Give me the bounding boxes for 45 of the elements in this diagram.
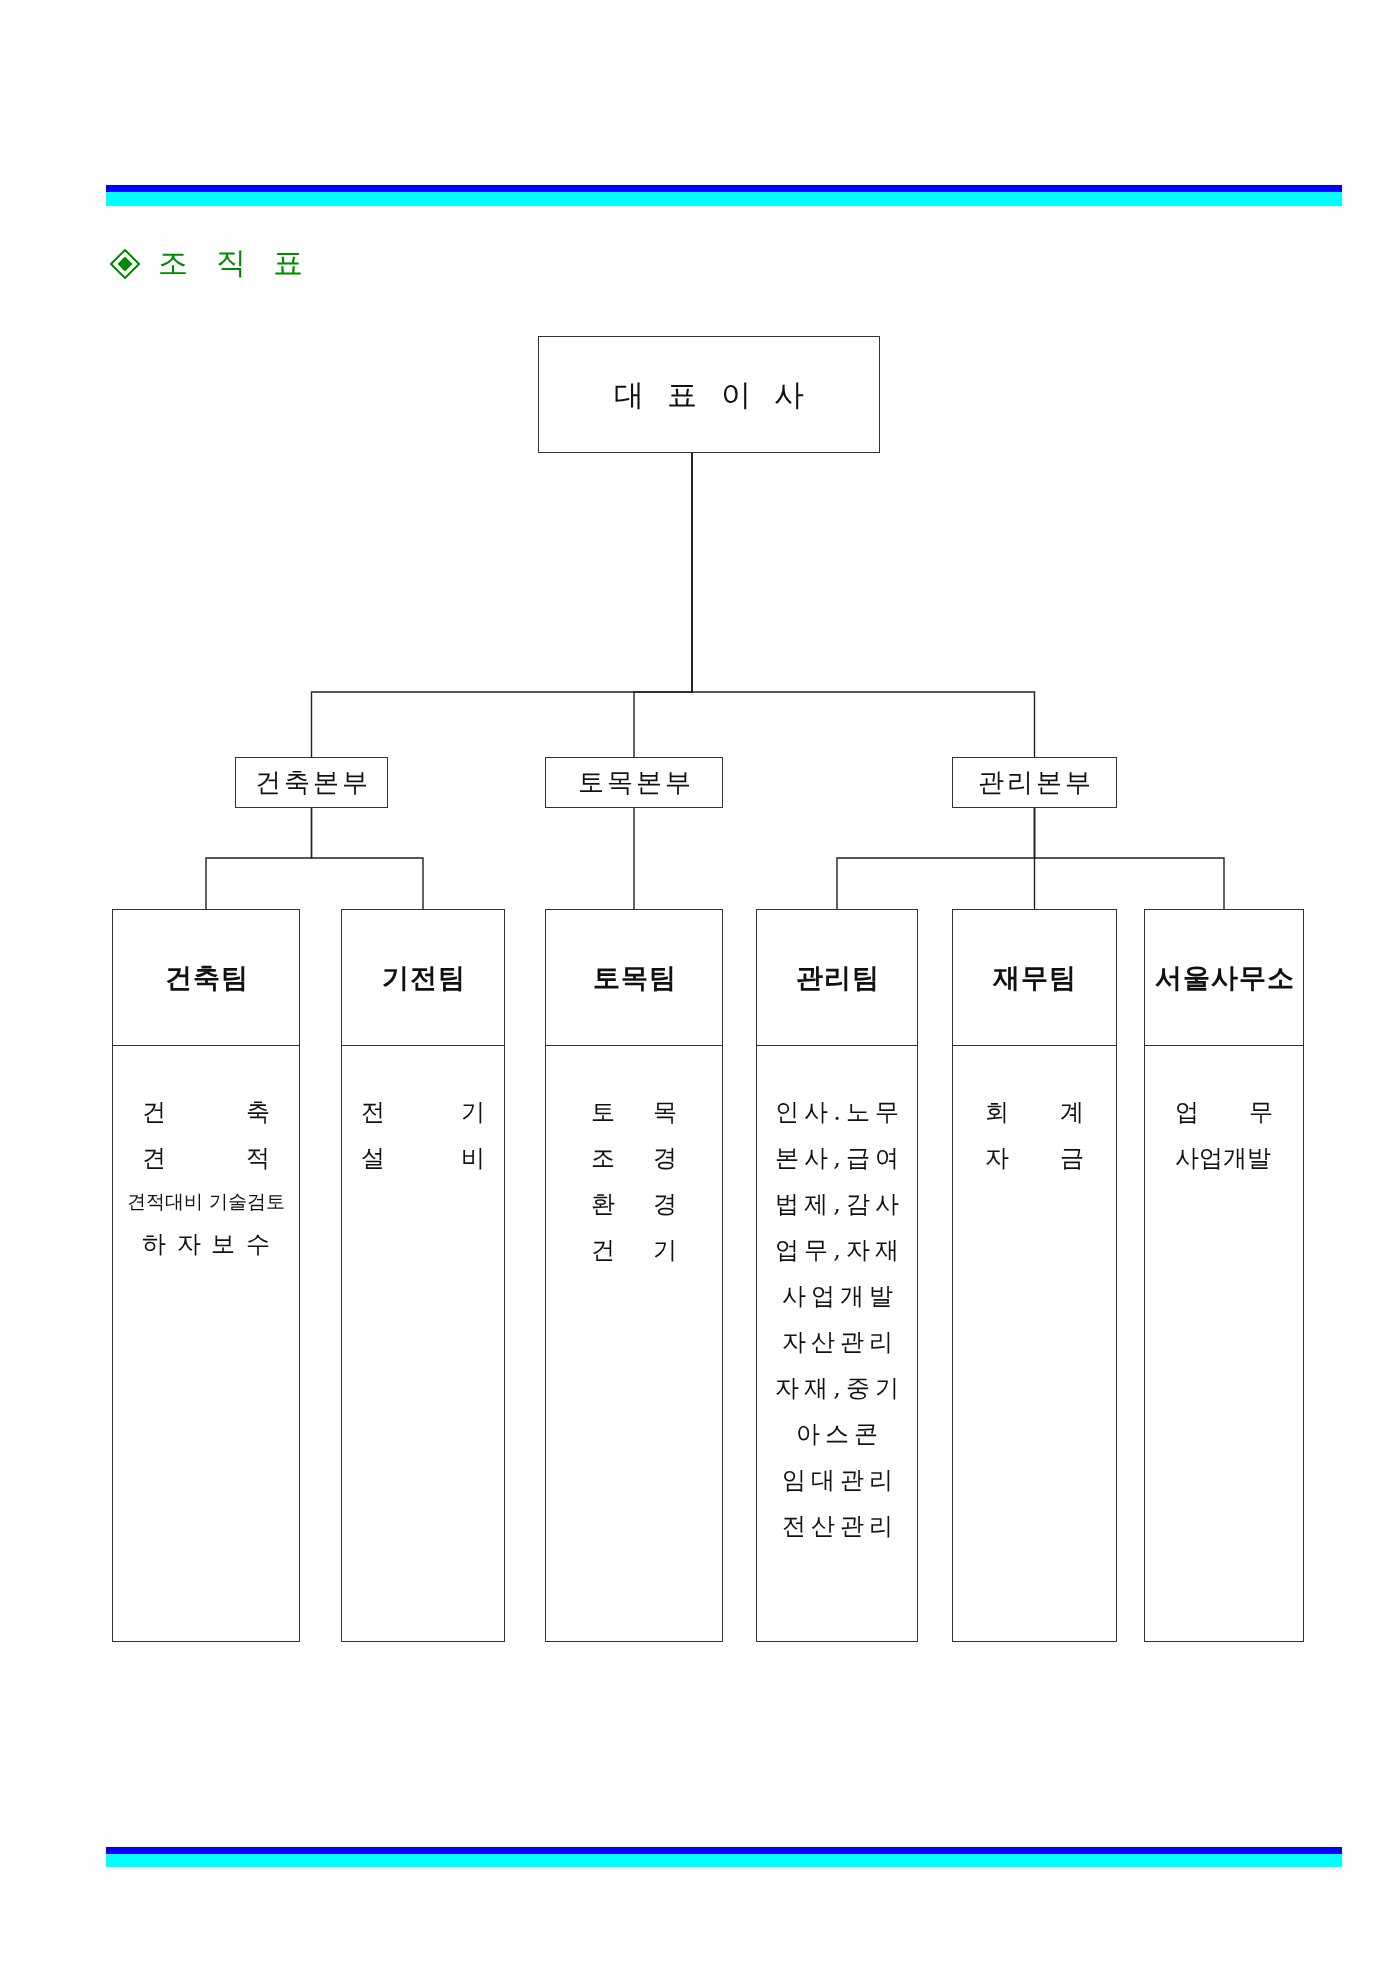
duty-text: 자재,중기 bbox=[774, 1373, 904, 1404]
team-box bbox=[756, 909, 918, 1642]
team-box bbox=[341, 909, 505, 1642]
connector-line bbox=[633, 807, 635, 910]
duty-text: 업무,자재 bbox=[774, 1235, 904, 1266]
duty-text: 견적대비 기술검토 bbox=[126, 1189, 285, 1214]
duty-text: 인사.노무 bbox=[774, 1097, 904, 1128]
team-box bbox=[952, 909, 1117, 1642]
duty-text: 조 경 bbox=[590, 1143, 678, 1174]
connector-line bbox=[691, 452, 1036, 758]
duty-text: 설 비 bbox=[360, 1143, 486, 1174]
duty-text: 환 경 bbox=[590, 1189, 678, 1220]
duty-text: 견 적 bbox=[142, 1143, 270, 1174]
org-box: 대 표 이 사 bbox=[538, 336, 880, 453]
team-heading: 관리팀 bbox=[757, 910, 917, 1046]
duty-text: 임대관리 bbox=[780, 1465, 898, 1496]
duty-text: 전 기 bbox=[360, 1097, 486, 1128]
duty-text: 아스콘 bbox=[795, 1419, 883, 1450]
connector-line bbox=[310, 807, 424, 910]
team-heading: 서울사무소 bbox=[1145, 910, 1303, 1046]
org-box: 토목본부 bbox=[545, 757, 723, 808]
team-box bbox=[1144, 909, 1304, 1642]
duty-text: 하 자 보 수 bbox=[142, 1229, 270, 1260]
page-title: 조 직 표 bbox=[158, 246, 313, 280]
duty-text: 회 계 bbox=[984, 1097, 1085, 1128]
duty-text: 본사,급여 bbox=[774, 1143, 904, 1174]
org-box: 관리본부 bbox=[952, 757, 1117, 808]
duty-text: 자 금 bbox=[984, 1143, 1085, 1174]
team-heading: 건축팀 bbox=[113, 910, 299, 1046]
duty-text: 사업개발 bbox=[780, 1281, 898, 1312]
team-box bbox=[545, 909, 723, 1642]
team-heading: 토목팀 bbox=[546, 910, 722, 1046]
org-box: 건축본부 bbox=[235, 757, 388, 808]
duty-text: 토 목 bbox=[590, 1097, 678, 1128]
connector-line bbox=[1033, 807, 1225, 910]
team-heading: 재무팀 bbox=[953, 910, 1116, 1046]
duty-text: 업 무 bbox=[1175, 1097, 1273, 1128]
duty-text: 법제,감사 bbox=[774, 1189, 904, 1220]
duty-text: 건 기 bbox=[590, 1235, 678, 1266]
duty-text: 건 축 bbox=[142, 1097, 270, 1128]
duty-text: 자산관리 bbox=[780, 1327, 898, 1358]
team-heading: 기전팀 bbox=[342, 910, 504, 1046]
duty-text: 사업개발 bbox=[1175, 1143, 1272, 1174]
duty-text: 전산관리 bbox=[780, 1511, 898, 1542]
team-box bbox=[112, 909, 300, 1642]
